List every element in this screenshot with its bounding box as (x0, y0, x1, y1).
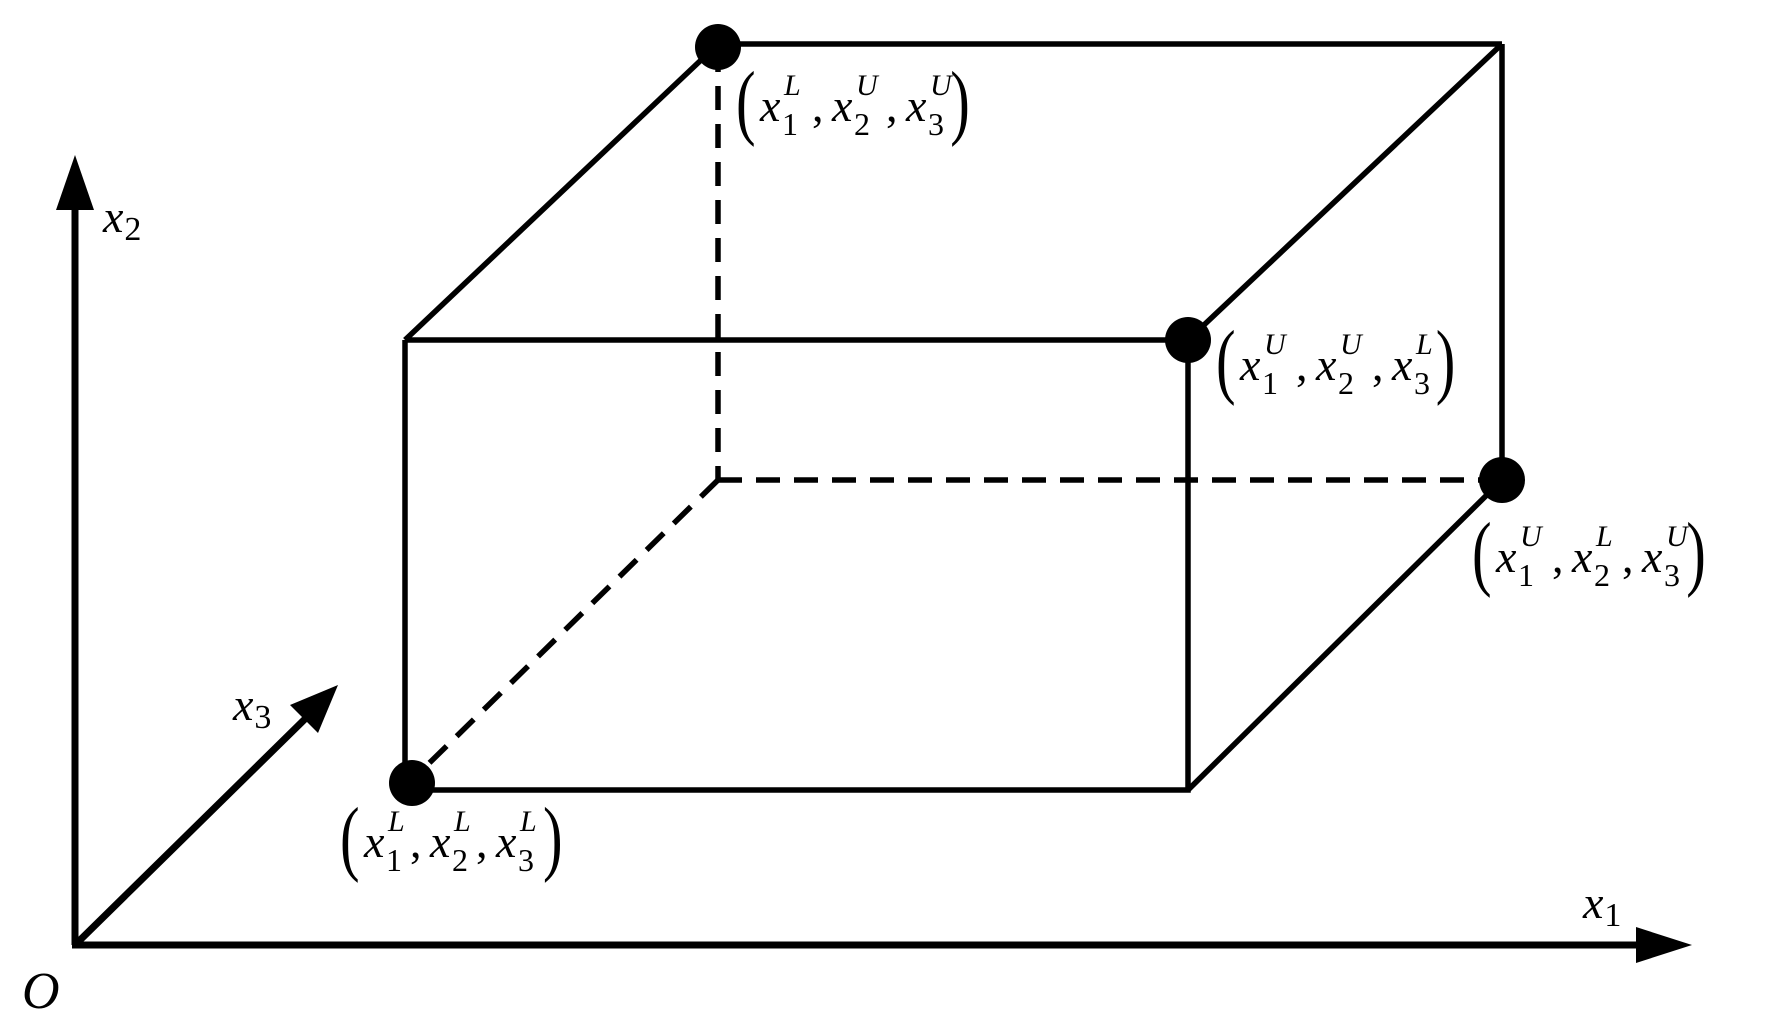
coordinate-axes (56, 155, 1692, 963)
svg-text:U: U (930, 69, 954, 102)
x2-axis-arrowhead (56, 155, 94, 210)
svg-text:x: x (429, 816, 451, 867)
svg-text:3: 3 (1664, 557, 1680, 593)
svg-text:1: 1 (1262, 365, 1278, 401)
vertex-dot-uul (1165, 317, 1211, 363)
front-face (402, 337, 1191, 793)
vertex-label-ulu: ( x U 1 , x L 2 , x U 3 ) (1472, 505, 1706, 599)
svg-text:U: U (1264, 328, 1288, 361)
svg-text:,: , (812, 80, 824, 131)
svg-text:x: x (831, 80, 853, 131)
vertex-label-lll: ( x L 1 , x L 2 , x L 3 ) (340, 790, 563, 884)
svg-text:(: ( (340, 790, 360, 884)
vertex-dot-luu (695, 24, 741, 70)
svg-text:,: , (886, 80, 898, 131)
svg-text:1: 1 (782, 106, 798, 142)
svg-text:U: U (1340, 328, 1364, 361)
vertex-label-uul: ( x U 1 , x U 2 , x L 3 ) (1216, 313, 1455, 407)
svg-text:3: 3 (1414, 365, 1430, 401)
x3-axis-label: x3 (232, 679, 271, 736)
svg-text:,: , (1552, 531, 1564, 582)
svg-text:3: 3 (928, 106, 944, 142)
origin-label: O (22, 963, 60, 1020)
box-visible-edges (402, 41, 1505, 793)
svg-text:3: 3 (518, 842, 534, 878)
x3-axis-arrowhead (290, 685, 338, 733)
x2-axis-label: x2 (102, 191, 141, 248)
svg-text:2: 2 (452, 842, 468, 878)
svg-text:,: , (1372, 339, 1384, 390)
svg-text:,: , (1296, 339, 1308, 390)
svg-text:x: x (1239, 339, 1261, 390)
svg-text:L: L (519, 805, 537, 838)
svg-text:x: x (905, 80, 927, 131)
svg-text:L: L (1415, 328, 1433, 361)
vertex-dot-lll (389, 760, 435, 806)
svg-text:): ) (1686, 505, 1706, 599)
svg-text:U: U (1666, 520, 1690, 553)
svg-text:,: , (410, 816, 422, 867)
svg-text:L: L (453, 805, 471, 838)
svg-text:x: x (495, 816, 517, 867)
x1-axis-arrowhead (1636, 927, 1692, 963)
hidden-edge-depth (410, 478, 720, 782)
x1-axis-label: x1 (1582, 877, 1621, 934)
svg-text:2: 2 (1594, 557, 1610, 593)
top-left-depth-edge (403, 42, 720, 342)
vertex-label-luu: ( x L 1 , x U 2 , x U 3 ) (736, 54, 970, 148)
svg-text:L: L (1595, 520, 1613, 553)
vertex-markers (389, 24, 1525, 806)
svg-text:x: x (363, 816, 385, 867)
bottom-right-depth-edge (1186, 478, 1504, 792)
svg-text:L: L (783, 69, 801, 102)
svg-text:(: ( (1472, 505, 1492, 599)
svg-text:): ) (543, 790, 563, 884)
vertex-dot-ulu (1479, 457, 1525, 503)
svg-text:x: x (1571, 531, 1593, 582)
svg-text:x: x (759, 80, 781, 131)
svg-text:x: x (1315, 339, 1337, 390)
svg-text:2: 2 (854, 106, 870, 142)
svg-text:x: x (1641, 531, 1663, 582)
svg-text:x: x (1495, 531, 1517, 582)
svg-text:U: U (856, 69, 880, 102)
svg-text:(: ( (1216, 313, 1236, 407)
svg-text:2: 2 (1338, 365, 1354, 401)
svg-text:(: ( (736, 54, 756, 148)
box-hidden-edges (410, 48, 1502, 782)
top-right-depth-edge (1186, 41, 1504, 343)
svg-text:1: 1 (386, 842, 402, 878)
svg-text:U: U (1520, 520, 1544, 553)
svg-text:,: , (476, 816, 488, 867)
svg-text:L: L (387, 805, 405, 838)
svg-text:x: x (1391, 339, 1413, 390)
svg-text:): ) (1436, 313, 1456, 407)
svg-text:): ) (950, 54, 970, 148)
x3-axis-line (72, 715, 309, 948)
svg-text:,: , (1622, 531, 1634, 582)
svg-text:1: 1 (1518, 557, 1534, 593)
